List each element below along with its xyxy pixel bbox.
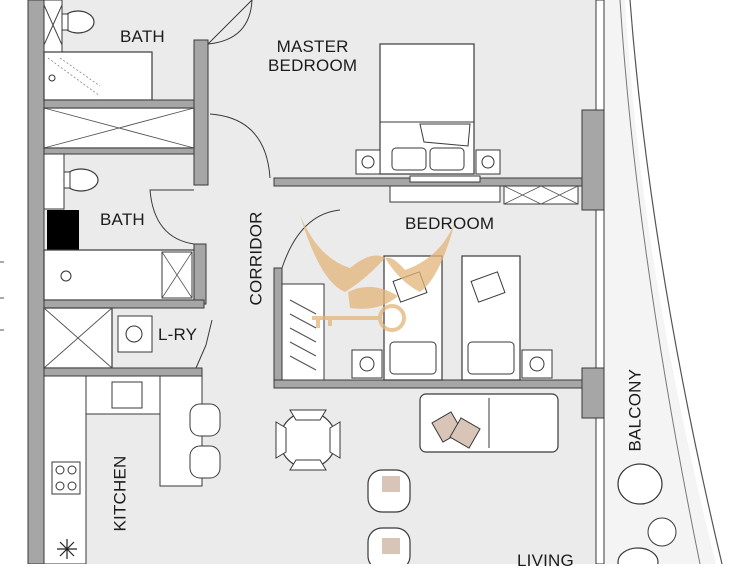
hob bbox=[51, 461, 81, 495]
outer-wall-right bbox=[595, 0, 605, 565]
balcony-edge-line bbox=[629, 0, 723, 565]
room-label-master-bedroom: MASTER BEDROOM bbox=[268, 37, 357, 75]
eagle-key-logo-icon bbox=[300, 215, 455, 332]
shower-hatch bbox=[47, 57, 101, 97]
sofa-cushion bbox=[449, 417, 481, 449]
room-label-living: LIVING bbox=[517, 551, 574, 570]
bar-stool bbox=[189, 403, 221, 437]
wardrobe-hatch bbox=[43, 107, 195, 149]
hob-burner bbox=[67, 465, 77, 475]
balcony-chair bbox=[617, 463, 663, 505]
bedroom-wardrobe-hatch bbox=[503, 185, 579, 205]
snowflake-icon bbox=[57, 539, 77, 559]
wall-segment bbox=[43, 147, 195, 155]
folded-blanket bbox=[419, 123, 471, 147]
wall-segment bbox=[43, 299, 205, 309]
lamp bbox=[359, 356, 375, 372]
bathtub-end-hatch bbox=[161, 251, 193, 299]
room-label-bedroom: BEDROOM bbox=[405, 214, 495, 233]
tv bbox=[409, 175, 481, 183]
wall-segment bbox=[43, 367, 203, 377]
dark-fixture bbox=[47, 210, 79, 250]
wall-bath-master bbox=[193, 39, 209, 186]
bedroom-closet bbox=[281, 283, 325, 381]
lamp bbox=[529, 356, 545, 372]
hob-burner bbox=[55, 481, 65, 491]
nightstand bbox=[351, 349, 383, 379]
toilet-mid-tank bbox=[63, 171, 71, 189]
hob-burner bbox=[55, 465, 65, 475]
armchair-cushion bbox=[382, 538, 400, 554]
door-arc-master bbox=[209, 113, 271, 179]
room-label-kitchen: KITCHEN bbox=[110, 455, 130, 532]
room-label-master-line2: BEDROOM bbox=[268, 56, 358, 76]
tv-unit bbox=[389, 185, 501, 203]
washer bbox=[117, 315, 153, 353]
lamp bbox=[481, 155, 495, 169]
closet-shelves bbox=[289, 299, 317, 371]
bedroom-wardrobe bbox=[503, 185, 579, 205]
pillow bbox=[391, 147, 427, 171]
armchair-cushion bbox=[382, 476, 400, 492]
bathtub-drain bbox=[60, 270, 72, 282]
room-label-master-line1: MASTER bbox=[276, 37, 349, 56]
wall-segment bbox=[43, 153, 65, 210]
room-label-corridor: CORRIDOR bbox=[246, 211, 266, 306]
pillow bbox=[429, 147, 465, 171]
room-label-balcony: BALCONY bbox=[625, 368, 645, 452]
wall-bedroom-bottom bbox=[273, 379, 583, 389]
pillow bbox=[467, 341, 515, 375]
nightstand bbox=[355, 149, 381, 175]
laundry-door bbox=[195, 319, 213, 369]
shower-tray bbox=[43, 51, 153, 101]
wall-segment bbox=[43, 99, 195, 109]
shower-drain bbox=[48, 74, 56, 82]
nightstand bbox=[475, 149, 501, 175]
room-label-bath-mid: BATH bbox=[100, 210, 145, 229]
room-label-laundry: L-RY bbox=[158, 325, 198, 344]
door-arc-bedroom bbox=[281, 209, 341, 269]
washer-drum bbox=[125, 325, 143, 343]
pillow bbox=[389, 341, 437, 375]
bar-stool bbox=[189, 445, 221, 479]
hob-burner bbox=[67, 481, 77, 491]
outer-wall-left bbox=[27, 0, 45, 565]
cushion bbox=[470, 271, 506, 303]
balcony-table bbox=[647, 517, 677, 547]
wall-column-upper bbox=[581, 109, 605, 211]
room-label-bath-top: BATH bbox=[120, 27, 165, 46]
laundry-hatch bbox=[43, 307, 113, 369]
wall-segment bbox=[193, 243, 207, 305]
door-arc-top-bath bbox=[207, 0, 253, 45]
wall-bedroom-left bbox=[273, 267, 283, 387]
door-swing-top-bath bbox=[207, 0, 253, 45]
toilet-top-tank bbox=[61, 13, 69, 31]
nightstand bbox=[521, 349, 553, 379]
door-arc-mid-bath bbox=[149, 189, 195, 245]
dining-chair bbox=[275, 409, 341, 471]
kitchen-sink bbox=[111, 381, 143, 409]
lamp bbox=[361, 155, 375, 169]
wall-column-lower bbox=[581, 367, 605, 419]
balcony-inner-line bbox=[619, 0, 701, 565]
shelf-hatch bbox=[43, 4, 63, 46]
